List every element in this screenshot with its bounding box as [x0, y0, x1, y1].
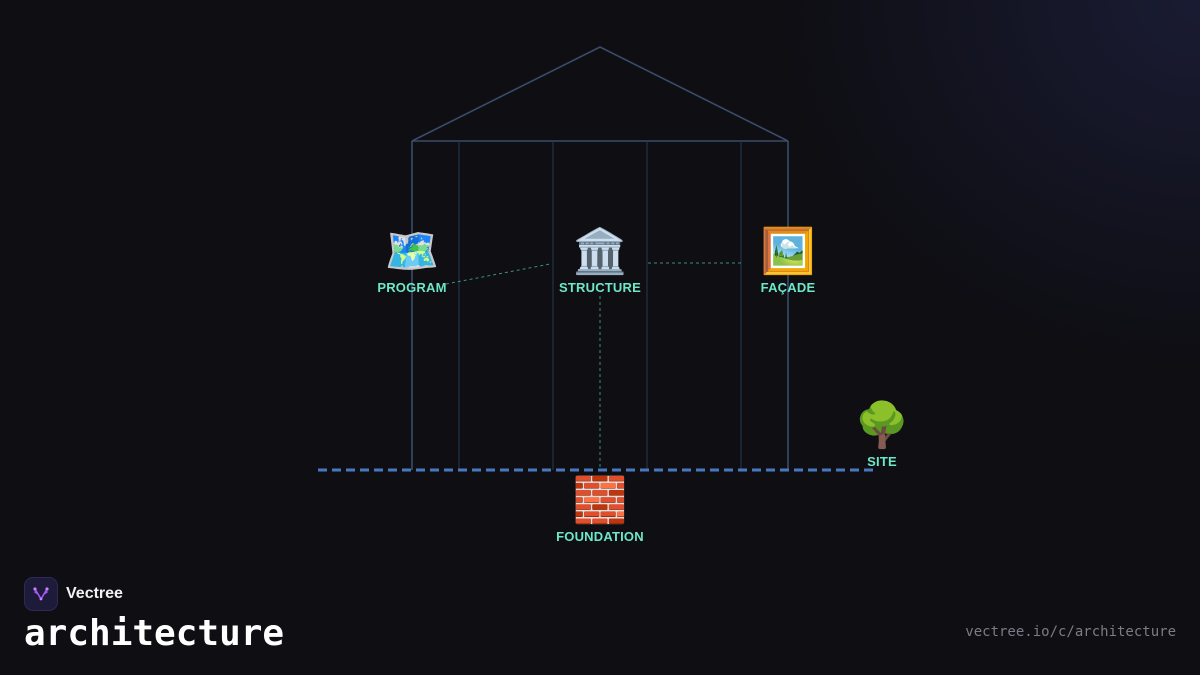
classical-building-icon: 🏛️ [572, 227, 628, 276]
node-structure-label: STRUCTURE [559, 280, 641, 295]
node-facade-label: FAÇADE [760, 280, 816, 295]
brick-icon: 🧱 [572, 476, 628, 525]
brand-name: Vectree [66, 585, 123, 602]
roof-outline [411, 46, 789, 142]
node-program[interactable]: 🗺️ PROGRAM [342, 226, 482, 295]
deciduous-tree-icon: 🌳 [854, 401, 910, 450]
node-program-label: PROGRAM [377, 280, 447, 295]
node-foundation-label: FOUNDATION [556, 529, 644, 544]
node-structure[interactable]: 🏛️ STRUCTURE [530, 226, 670, 295]
node-facade[interactable]: 🖼️ FAÇADE [718, 226, 858, 295]
node-site[interactable]: 🌳 SITE [812, 400, 952, 469]
page-title: architecture [24, 613, 285, 654]
node-foundation[interactable]: 🧱 FOUNDATION [530, 475, 670, 544]
brand[interactable]: Vectree [24, 577, 123, 611]
node-site-label: SITE [867, 454, 897, 469]
page-url[interactable]: vectree.io/c/architecture [965, 624, 1176, 640]
vectree-branch-icon [24, 577, 58, 611]
world-map-icon: 🗺️ [384, 227, 440, 276]
framed-picture-icon: 🖼️ [760, 227, 816, 276]
